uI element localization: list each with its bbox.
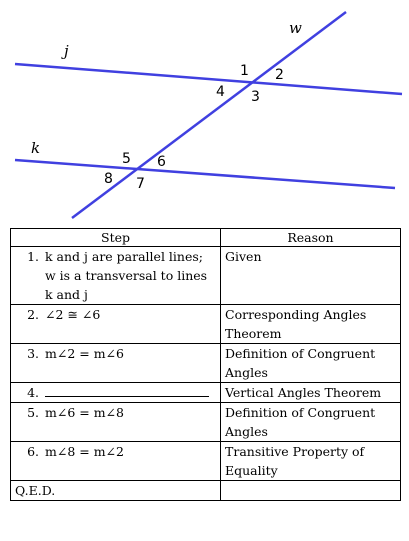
step-cell: 6. m∠8 = m∠2: [10, 441, 221, 481]
step-cell: 5. m∠6 = m∠8: [10, 402, 221, 442]
step-number: 2.: [27, 307, 39, 322]
step-number: 4.: [27, 385, 39, 400]
angle-7-label: 7: [136, 176, 145, 192]
proof-row-5: 5. m∠6 = m∠8 Definition of Congruent Ang…: [10, 402, 401, 442]
proof-table: Step Reason 1. k and j are parallel line…: [10, 228, 401, 501]
proof-row-3: 3. m∠2 = m∠6 Definition of Congruent Ang…: [10, 343, 401, 383]
label-w: w: [289, 19, 302, 37]
step-cell: 4.: [10, 382, 221, 403]
angle-8-label: 8: [104, 171, 113, 187]
header-row: Step Reason: [10, 228, 401, 247]
reason-cell: Given: [220, 246, 401, 305]
angle-5-label: 5: [122, 151, 131, 167]
step-statement: m∠8 = m∠2: [45, 444, 124, 459]
step-cell: 3. m∠2 = m∠6: [10, 343, 221, 383]
reason-cell: Definition of Congruent Angles: [220, 402, 401, 442]
step-statement: m∠2 = m∠6: [45, 346, 124, 361]
proof-row-6: 6. m∠8 = m∠2 Transitive Property of Equa…: [10, 441, 401, 481]
angle-1-label: 1: [240, 63, 249, 79]
reason-cell: Corresponding Angles Theorem: [220, 304, 401, 344]
empty-cell: [220, 480, 401, 501]
parallel-lines-diagram: j k w 1 2 3 4 5 6 7 8: [14, 11, 403, 219]
reason-cell: Transitive Property of Equality: [220, 441, 401, 481]
step-number: 6.: [27, 444, 39, 459]
step-statement: ∠2 ≅ ∠6: [45, 307, 101, 322]
line-w: [71, 11, 347, 219]
angle-3-label: 3: [251, 89, 260, 105]
step-number: 5.: [27, 405, 39, 420]
qed-row: Q.E.D.: [10, 480, 401, 501]
step-number: 1.: [27, 249, 39, 264]
proof-row-2: 2. ∠2 ≅ ∠6 Corresponding Angles Theorem: [10, 304, 401, 344]
reason-cell: Vertical Angles Theorem: [220, 382, 401, 403]
angle-2-label: 2: [275, 67, 284, 83]
step-cell: 2. ∠2 ≅ ∠6: [10, 304, 221, 344]
proof-row-4: 4. Vertical Angles Theorem: [10, 382, 401, 403]
line-j: [14, 62, 403, 96]
angle-4-label: 4: [216, 84, 225, 100]
step-number: 3.: [27, 346, 39, 361]
reason-header: Reason: [220, 228, 401, 247]
proof-row-1: 1. k and j are parallel lines; w is a tr…: [10, 246, 401, 305]
angle-6-label: 6: [157, 154, 166, 170]
step-statement: m∠6 = m∠8: [45, 405, 124, 420]
step-cell: 1. k and j are parallel lines; w is a tr…: [10, 246, 221, 305]
step-header: Step: [10, 228, 221, 247]
line-k: [14, 158, 396, 190]
label-j: j: [61, 42, 69, 60]
label-k: k: [31, 139, 40, 157]
qed-cell: Q.E.D.: [10, 480, 221, 501]
reason-cell: Definition of Congruent Angles: [220, 343, 401, 383]
blank-answer-line[interactable]: [45, 383, 216, 402]
step-statement: k and j are parallel lines; w is a trans…: [45, 249, 208, 302]
